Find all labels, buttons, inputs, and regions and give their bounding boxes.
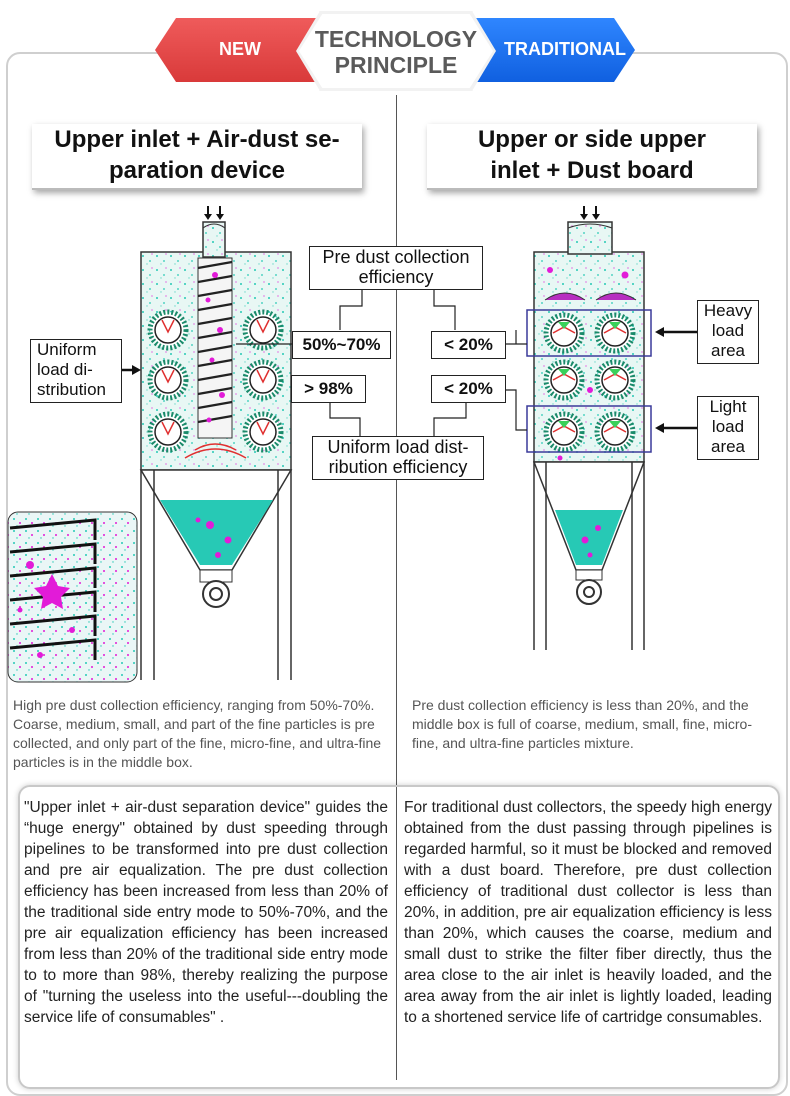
title-line-2: PRINCIPLE <box>334 52 458 78</box>
uniform-efficiency-label: Uniform load dist- ribution efficiency <box>312 436 484 480</box>
uniform-load-label: Uniform load di- stribution <box>30 339 122 403</box>
new-collector <box>139 206 293 680</box>
left-caption: High pre dust collection efficiency, ran… <box>13 697 382 770</box>
light-load-line-1: Light <box>709 397 747 416</box>
trad-uniform-value: < 20% <box>431 375 506 403</box>
connector-lines <box>236 288 527 436</box>
diagram-illustration <box>7 206 697 683</box>
pre-dust-line-1: Pre dust collection <box>322 247 470 267</box>
tab-new-label: NEW <box>219 39 261 59</box>
new-pre-dust-value: 50%~70% <box>292 331 391 359</box>
light-load-line-3: area <box>710 437 746 456</box>
pre-dust-efficiency-label: Pre dust collection efficiency <box>309 246 483 290</box>
uniform-load-line-3: stribution <box>37 380 106 399</box>
right-heading: Upper or side upper inlet + Dust board <box>427 124 757 190</box>
light-load-line-2: load <box>711 417 745 436</box>
page-title: TECHNOLOGY PRINCIPLE <box>296 26 496 78</box>
new-uniform-value: > 98% <box>291 375 366 403</box>
right-heading-line-2: inlet + Dust board <box>490 157 694 184</box>
left-paragraph: "Upper inlet + air-dust separation devic… <box>24 799 388 1026</box>
title-line-1: TECHNOLOGY <box>314 26 478 52</box>
heavy-load-line-2: load <box>711 321 745 340</box>
heavy-load-label: Heavy load area <box>697 300 759 364</box>
uniform-load-line-2: load di- <box>37 360 93 379</box>
tab-traditional-label: TRADITIONAL <box>504 39 626 59</box>
heavy-load-line-3: area <box>710 341 746 360</box>
left-heading-line-1: Upper inlet + Air-dust se- <box>54 126 340 153</box>
left-heading: Upper inlet + Air-dust se- paration devi… <box>32 124 362 190</box>
light-load-label: Light load area <box>697 396 759 460</box>
traditional-collector <box>526 206 652 650</box>
right-heading-line-1: Upper or side upper <box>477 126 707 153</box>
pre-dust-line-2: efficiency <box>358 267 434 287</box>
center-divider <box>396 95 397 1080</box>
trad-pre-dust-value: < 20% <box>431 331 506 359</box>
left-heading-line-2: paration device <box>108 157 286 184</box>
uniform-efficiency-line-2: ribution efficiency <box>328 457 468 477</box>
right-paragraph: For traditional dust collectors, the spe… <box>404 799 772 1026</box>
uniform-efficiency-line-1: Uniform load dist- <box>327 437 469 457</box>
center-hexagon-inner <box>299 14 493 88</box>
uniform-load-line-1: Uniform <box>37 340 97 359</box>
heavy-load-line-1: Heavy <box>703 301 753 320</box>
right-caption: Pre dust collection efficiency is less t… <box>412 697 752 751</box>
separator-detail-inset <box>7 511 138 683</box>
